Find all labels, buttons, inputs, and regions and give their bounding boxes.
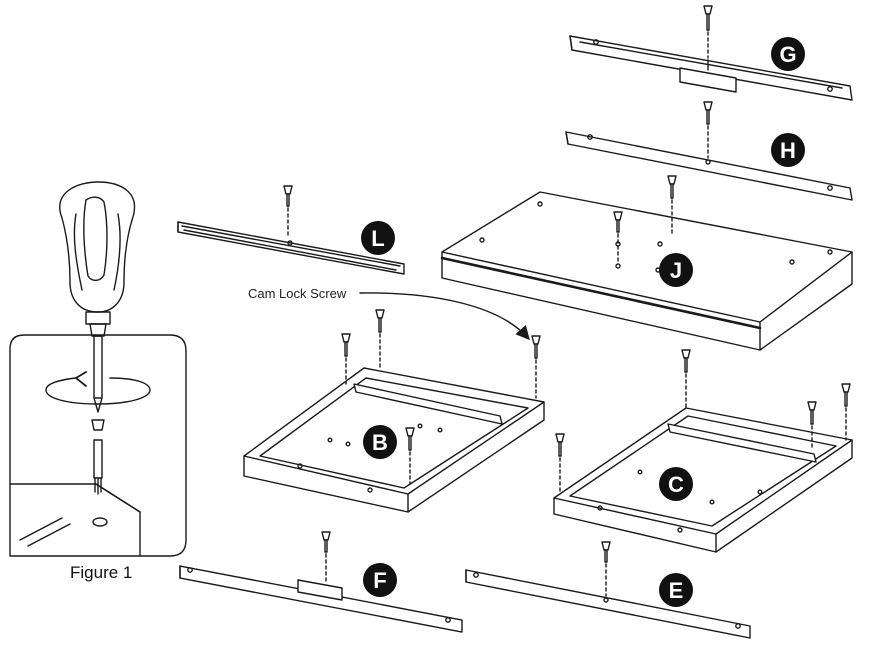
svg-text:F: F [373, 568, 386, 593]
svg-text:B: B [372, 430, 388, 455]
part-e-rail [465, 569, 751, 639]
inset-frame [9, 334, 187, 557]
part-b-screws [341, 309, 541, 485]
part-f-rail [179, 565, 463, 633]
part-f-screw [321, 531, 331, 585]
svg-text:H: H [780, 138, 796, 163]
svg-text:G: G [779, 42, 796, 67]
figure-caption: Figure 1 [70, 563, 132, 582]
part-e-screw [601, 541, 611, 597]
svg-text:E: E [669, 578, 684, 603]
part-j-panel [440, 191, 853, 351]
part-c-screws [555, 349, 851, 495]
badge-b: B [363, 425, 397, 459]
part-h-rail [565, 131, 853, 201]
screwdriver [59, 181, 135, 413]
svg-text:C: C [668, 472, 684, 497]
inset-board [9, 483, 141, 557]
svg-text:J: J [670, 258, 682, 283]
svg-text:L: L [371, 226, 384, 251]
part-g-rail [569, 35, 853, 101]
part-g-screw [703, 5, 713, 59]
badge-h: H [771, 133, 805, 167]
part-j-screws [613, 175, 677, 263]
badge-f: F [363, 563, 397, 597]
part-b-frame [243, 367, 545, 513]
badge-e: E [659, 573, 693, 607]
part-l-rail [177, 221, 405, 275]
cam-lock-callout: Cam Lock Screw [248, 286, 530, 341]
badge-j: J [659, 253, 693, 287]
badge-g: G [771, 37, 805, 71]
part-l-screw [283, 185, 293, 239]
badge-l: L [361, 221, 395, 255]
part-c-frame [553, 407, 853, 553]
part-h-screw [703, 101, 713, 159]
rotation-arrow [45, 371, 151, 405]
figure-1-inset: Figure 1 [9, 181, 187, 582]
inset-cam-screw [91, 419, 105, 495]
badge-c: C [659, 467, 693, 501]
cam-lock-label: Cam Lock Screw [248, 286, 347, 301]
